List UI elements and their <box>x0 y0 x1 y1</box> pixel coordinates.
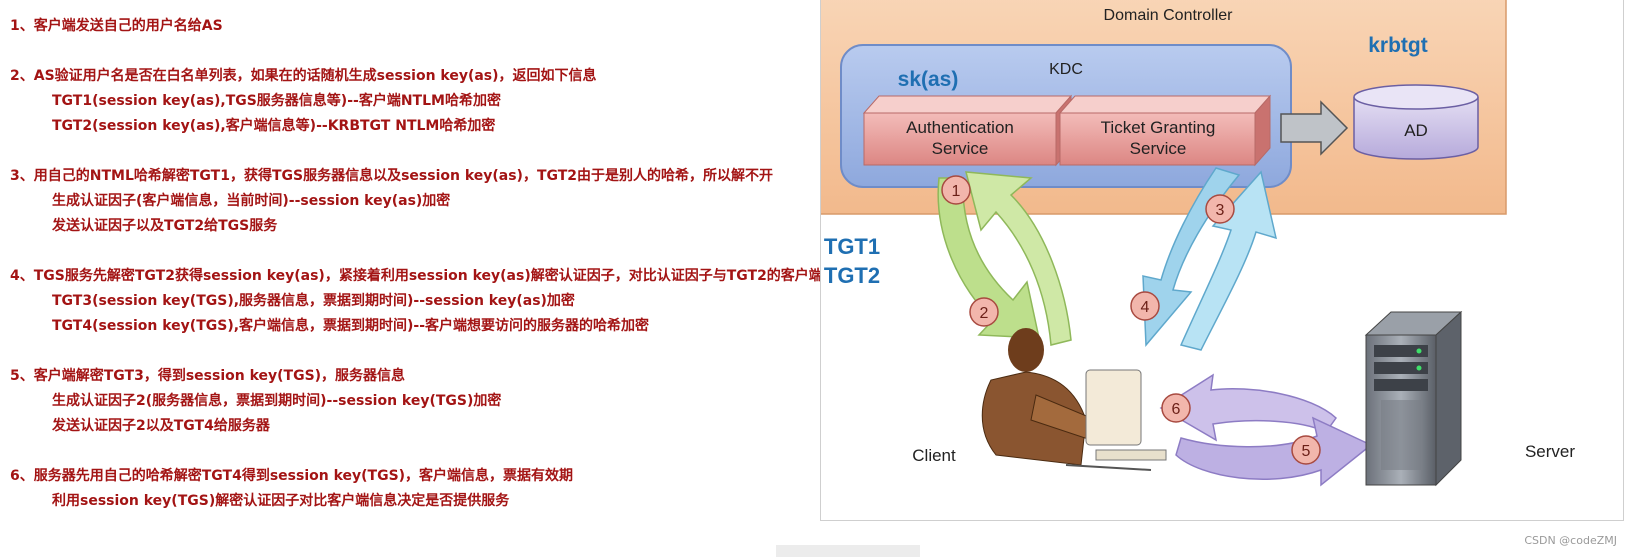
badge-4-number: 4 <box>1141 299 1150 316</box>
step-4-sub-1: TGT3(session key(TGS),服务器信息，票据到期时间)--ses… <box>52 293 575 309</box>
badge-3: 3 <box>1205 194 1235 224</box>
kerberos-diagram-svg: Domain Controller krbtgt KDC sk(as) Auth… <box>800 0 1575 487</box>
krbtgt-label: krbtgt <box>1368 34 1428 57</box>
badge-1-number: 1 <box>952 183 961 200</box>
step-4-sub-2: TGT4(session key(TGS),客户端信息，票据到期时间)--客户端… <box>52 318 650 334</box>
step-3-sub-2: 发送认证因子以及TGT2给TGS服务 <box>52 218 278 234</box>
authentication-service-box <box>863 112 1057 166</box>
step-6-sub-1: 利用session key(TGS)解密认证因子对比客户端信息决定是否提供服务 <box>52 493 510 509</box>
client-label: Client <box>912 446 956 465</box>
step-1: 1、客户端发送自己的用户名给AS <box>10 14 820 39</box>
kerberos-steps-notes: 1、客户端发送自己的用户名给AS 2、AS验证用户名是否在白名单列表，如果在的话… <box>10 14 851 539</box>
badge-2-number: 2 <box>980 305 989 322</box>
step-2-sub-2: TGT2(session key(as),客户端信息等)--KRBTGT NTL… <box>52 118 496 134</box>
domain-controller-label: Domain Controller <box>1104 7 1234 24</box>
client-person-icon <box>981 328 1167 471</box>
tgt1-label: TGT1 <box>824 234 880 259</box>
badge-5: 5 <box>1291 435 1321 465</box>
badge-1: 1 <box>941 175 971 205</box>
badge-6: 6 <box>1161 393 1191 423</box>
ad-label: AD <box>1404 121 1428 140</box>
step-2-head: 2、AS验证用户名是否在白名单列表，如果在的话随机生成session key(a… <box>10 68 597 84</box>
kerberos-diagram: Domain Controller krbtgt KDC sk(as) Auth… <box>800 0 1624 521</box>
ad-database: AD <box>1353 84 1479 160</box>
step-5-head: 5、客户端解密TGT3，得到session key(TGS)，服务器信息 <box>10 368 406 384</box>
tgt2-label: TGT2 <box>824 263 880 288</box>
step-4-head: 4、TGS服务先解密TGT2获得session key(as)，紧接着利用ses… <box>10 268 851 284</box>
arrow-3-blue <box>1179 170 1278 351</box>
arrow-1-green <box>965 171 1072 346</box>
badge-3-number: 3 <box>1216 202 1225 219</box>
kdc-label: KDC <box>1049 61 1083 78</box>
server-label: Server <box>1525 442 1575 461</box>
step-6-head: 6、服务器先用自己的哈希解密TGT4得到session key(TGS)，客户端… <box>10 468 574 484</box>
watermark: CSDN @codeZMJ <box>1524 534 1617 547</box>
step-5-sub-1: 生成认证因子2(服务器信息，票据到期时间)--session key(TGS)加… <box>52 393 502 409</box>
step-3: 3、用自己的NTML哈希解密TGT1，获得TGS服务器信息以及session k… <box>10 164 820 239</box>
step-3-head: 3、用自己的NTML哈希解密TGT1，获得TGS服务器信息以及session k… <box>10 168 774 184</box>
tgs-line2: Service <box>1130 139 1187 158</box>
tgs-line1: Ticket Granting <box>1101 118 1216 137</box>
badge-6-number: 6 <box>1172 401 1181 418</box>
sk-as-label: sk(as) <box>898 68 959 91</box>
server-tower-icon <box>1364 310 1463 487</box>
step-5: 5、客户端解密TGT3，得到session key(TGS)，服务器信息 生成认… <box>10 364 820 439</box>
badge-5-number: 5 <box>1302 443 1311 460</box>
step-3-sub-1: 生成认证因子(客户端信息，当前时间)--session key(as)加密 <box>52 193 451 209</box>
ticket-granting-service-box <box>1059 112 1256 166</box>
step-2: 2、AS验证用户名是否在白名单列表，如果在的话随机生成session key(a… <box>10 64 820 139</box>
auth-service-line2: Service <box>932 139 989 158</box>
auth-service-line1: Authentication <box>906 118 1014 137</box>
step-2-sub-1: TGT1(session key(as),TGS服务器信息等)--客户端NTLM… <box>52 93 501 109</box>
horizontal-scrollbar[interactable] <box>776 545 920 557</box>
step-6: 6、服务器先用自己的哈希解密TGT4得到session key(TGS)，客户端… <box>10 464 820 514</box>
arrow-6-purple <box>1159 373 1337 442</box>
arrow-to-ad <box>1280 100 1349 156</box>
step-1-head: 1、客户端发送自己的用户名给AS <box>10 18 223 34</box>
badge-2: 2 <box>969 297 999 327</box>
step-5-sub-2: 发送认证因子2以及TGT4给服务器 <box>52 418 270 434</box>
badge-4: 4 <box>1130 291 1160 321</box>
step-4: 4、TGS服务先解密TGT2获得session key(as)，紧接着利用ses… <box>10 264 851 339</box>
